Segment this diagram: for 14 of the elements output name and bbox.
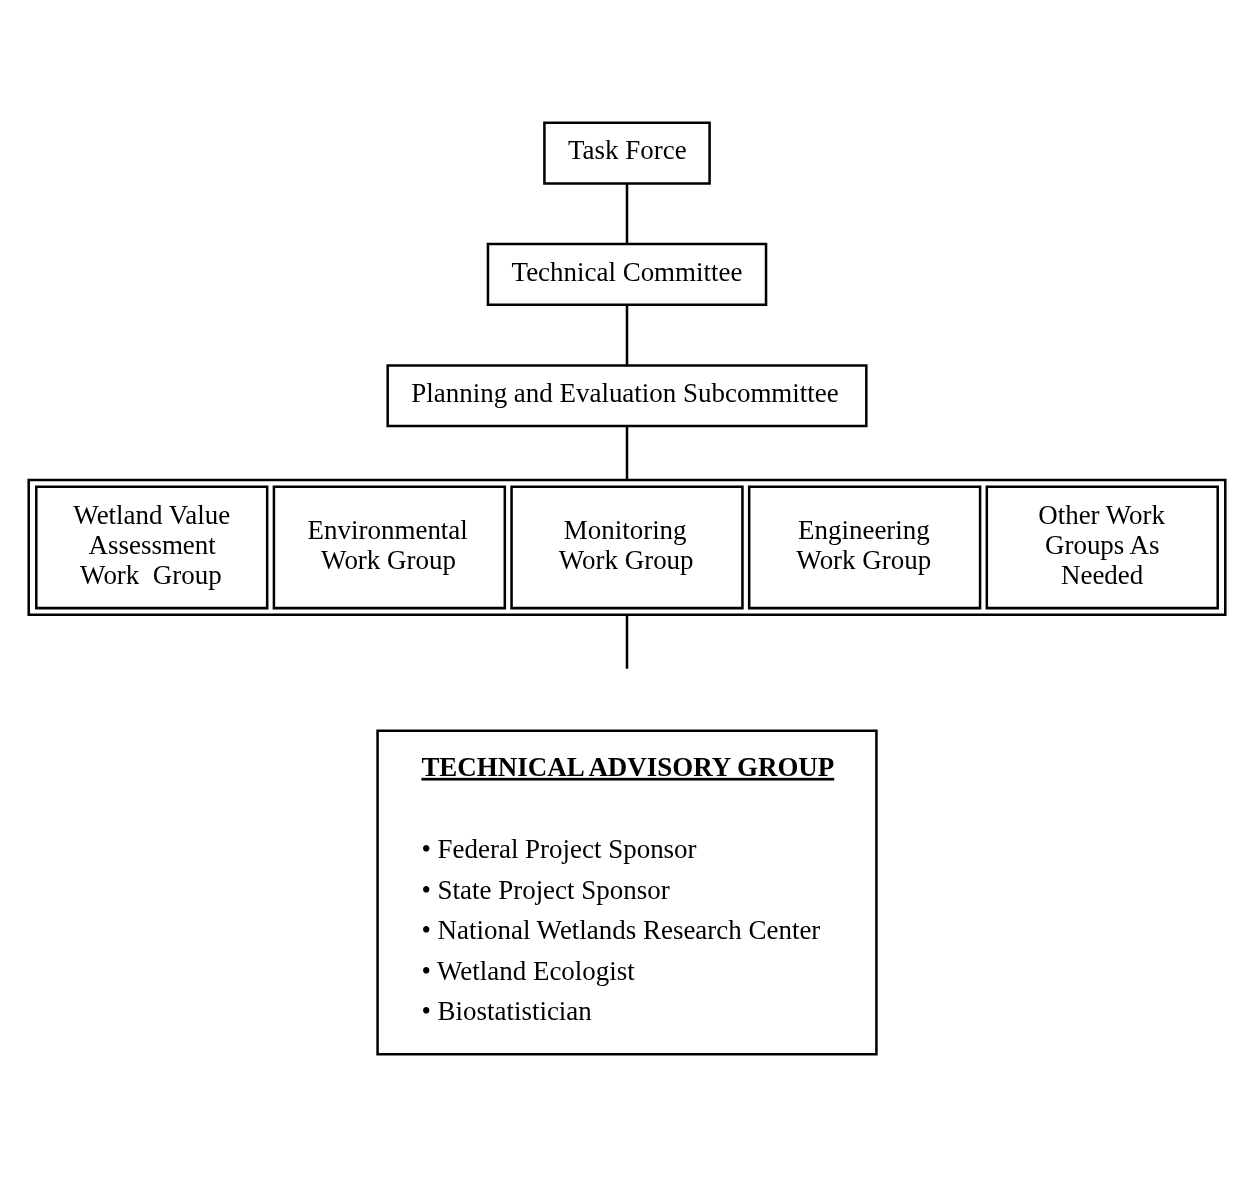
node-box: Monitoring Work Group: [510, 485, 744, 610]
node-box: Environmental Work Group: [272, 485, 507, 610]
node-box: Wetland Value Assessment Work Group: [35, 485, 269, 610]
connector: [625, 426, 629, 481]
connector: [625, 183, 629, 244]
connector: [625, 305, 629, 366]
node-box: Technical Committee: [486, 242, 768, 307]
node-box: Other Work Groups As Needed: [985, 485, 1219, 610]
node-box: Task Force: [543, 121, 711, 185]
node-box: TECHNICAL ADVISORY GROUP • Federal Project Sponsor • State Project Sponsor • National Wetlands Research Center • Wetland Ecologist • Biostatistician: [376, 729, 878, 1056]
node-box: Engineering Work Group: [747, 485, 982, 610]
node-box: Planning and Evaluation Subcommittee: [386, 364, 868, 428]
cluster: [27, 478, 1227, 617]
connector: [625, 614, 629, 669]
